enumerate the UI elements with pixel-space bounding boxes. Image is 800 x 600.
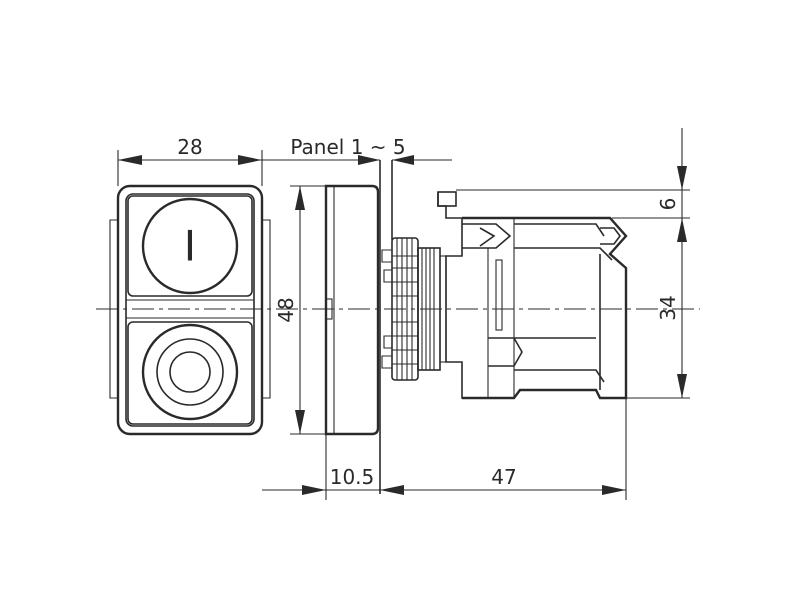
front-bezel-inner (125, 193, 255, 427)
dim-body-height-label: 34 (656, 295, 680, 320)
contact-block (462, 216, 628, 400)
dim-depth: 10.5 47 (262, 398, 627, 500)
bottom-button-ring (156, 338, 224, 406)
bottom-button-frame (127, 321, 253, 425)
top-button-frame (127, 195, 253, 297)
dim-height-front-label: 48 (274, 297, 298, 322)
dim-height-front: 48 (274, 185, 372, 435)
dim-top-offset-label: 6 (656, 198, 680, 211)
dim-body-depth-label: 47 (491, 465, 516, 489)
bezel-tab (325, 298, 333, 320)
bottom-button-center (169, 351, 211, 393)
dim-right: 6 34 (456, 128, 690, 399)
dim-panel: Panel 1 ~ 5 (262, 135, 452, 165)
top-button-symbol: I (184, 222, 196, 271)
side-bezel (324, 184, 380, 436)
dim-bezel-depth-label: 10.5 (330, 465, 375, 489)
dim-panel-label: Panel 1 ~ 5 (290, 135, 405, 159)
dim-width-front: 28 (117, 135, 263, 186)
bottom-button-cap (141, 323, 239, 421)
top-button-cap (141, 197, 239, 295)
front-bezel-outer (116, 184, 264, 436)
adaptor-latch (437, 192, 514, 399)
side-view (324, 160, 628, 494)
front-view: I (109, 184, 271, 436)
dim-width-front-label: 28 (177, 135, 202, 159)
